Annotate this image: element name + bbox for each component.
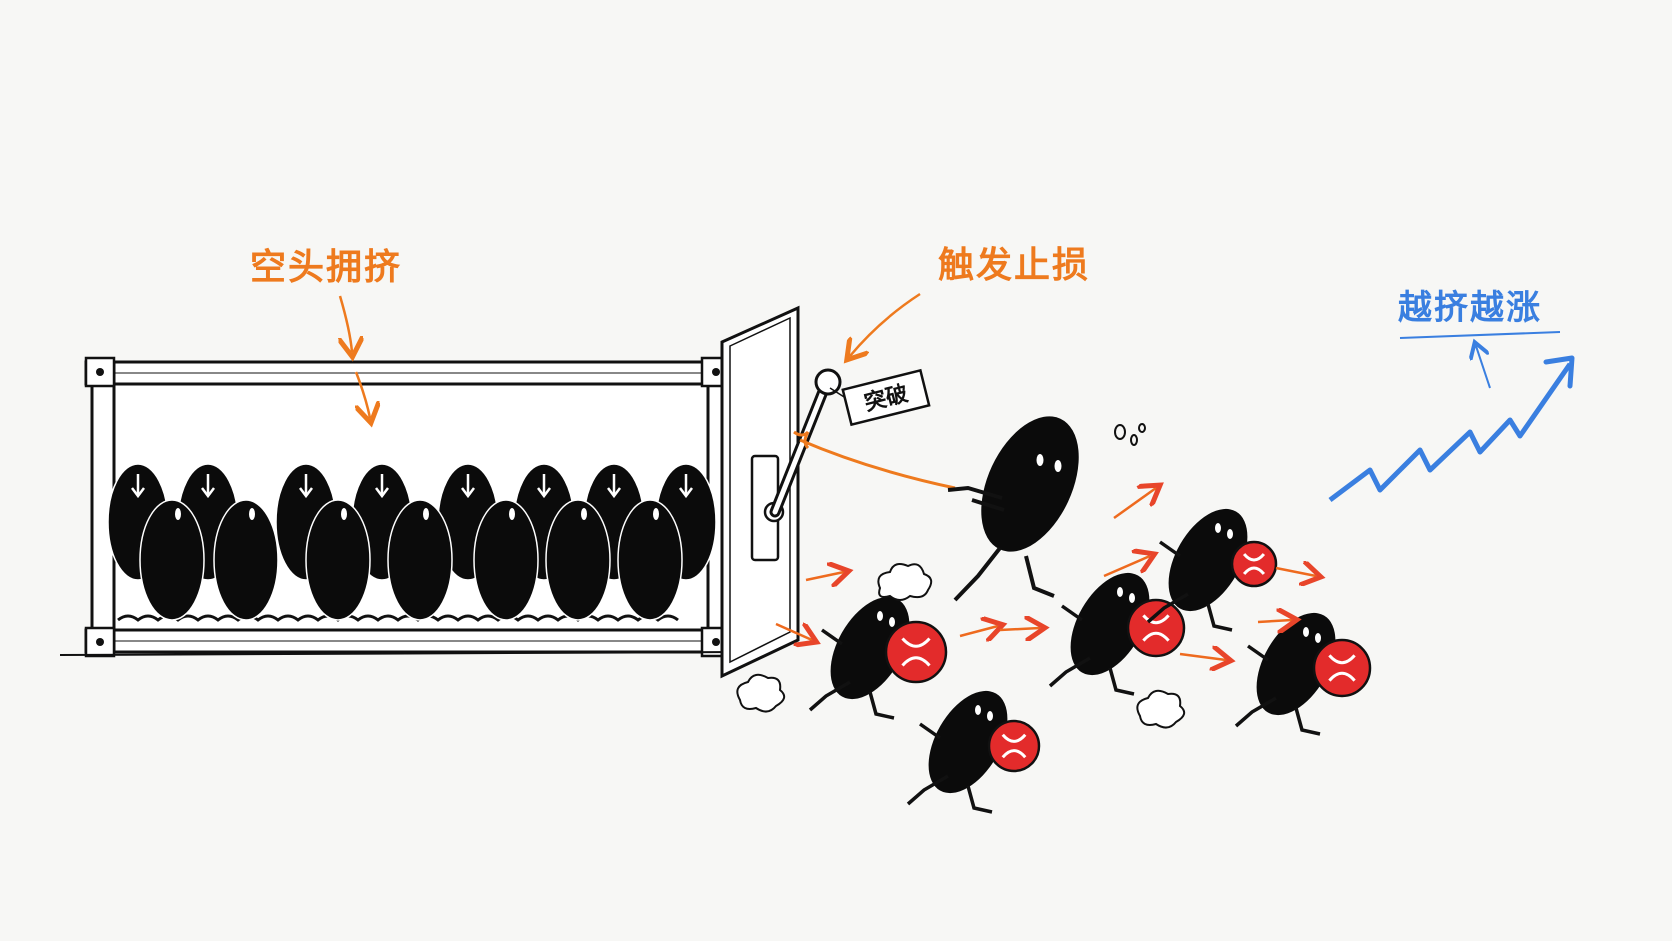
rising-zigzag-arrow-icon xyxy=(1328,355,1575,502)
xrp-coin-icon xyxy=(1230,540,1278,588)
runner-bean xyxy=(1048,572,1186,696)
annotation-arrows xyxy=(340,292,1561,418)
short-bean xyxy=(139,499,205,621)
trigger-stop-loss-label: 触发止损 xyxy=(938,245,1091,286)
down-arrow-icon xyxy=(375,474,389,499)
short-seller-crowd xyxy=(107,463,717,621)
short-crowded-label: 空头拥挤 xyxy=(250,247,403,288)
runner-bean xyxy=(906,690,1041,814)
puller-character xyxy=(947,416,1146,602)
short-bean xyxy=(213,499,279,621)
short-bean xyxy=(387,499,453,621)
xrp-coin-icon xyxy=(884,620,948,684)
dust-clouds xyxy=(736,563,1186,729)
down-arrow-icon xyxy=(679,474,693,499)
motion-arrow xyxy=(1103,556,1150,578)
lever-knob xyxy=(814,368,842,396)
motion-arrow xyxy=(775,624,812,640)
motion-arrow xyxy=(1257,620,1292,622)
motion-arrow xyxy=(959,626,998,636)
xrp-coin-icon xyxy=(1126,598,1186,658)
motion-arrow xyxy=(1179,654,1226,660)
motion-arrow xyxy=(999,628,1040,630)
down-arrow-icon xyxy=(299,474,313,499)
short-bean xyxy=(473,499,539,621)
motion-arrow xyxy=(805,572,844,580)
short-bean xyxy=(545,499,611,621)
breakout-lever: 突破 xyxy=(769,368,956,518)
runners-group xyxy=(808,508,1372,814)
short-bean xyxy=(305,499,371,621)
crowd-pointer-arrow xyxy=(340,295,352,352)
xrp-coin-icon xyxy=(987,719,1041,773)
orange-rope xyxy=(799,438,956,490)
xrp-coin-icon xyxy=(1312,638,1372,698)
down-arrow-icon xyxy=(607,474,621,499)
runner-bean xyxy=(808,596,948,720)
motion-arrow xyxy=(1113,488,1156,520)
down-arrow-icon xyxy=(201,474,215,499)
down-arrow-icon xyxy=(537,474,551,499)
motion-arrow xyxy=(1275,568,1316,576)
squeeze-rise-label: 越挤越涨 xyxy=(1398,288,1542,328)
runner-bean xyxy=(1234,612,1372,736)
lever-tag: 突破 xyxy=(841,368,931,427)
motion-arrows xyxy=(775,488,1316,660)
short-bean xyxy=(617,499,683,621)
runner-bean xyxy=(1146,508,1278,632)
down-arrow-icon xyxy=(131,474,145,499)
lever-pointer-arrow xyxy=(850,292,921,356)
down-arrow-icon xyxy=(461,474,475,499)
